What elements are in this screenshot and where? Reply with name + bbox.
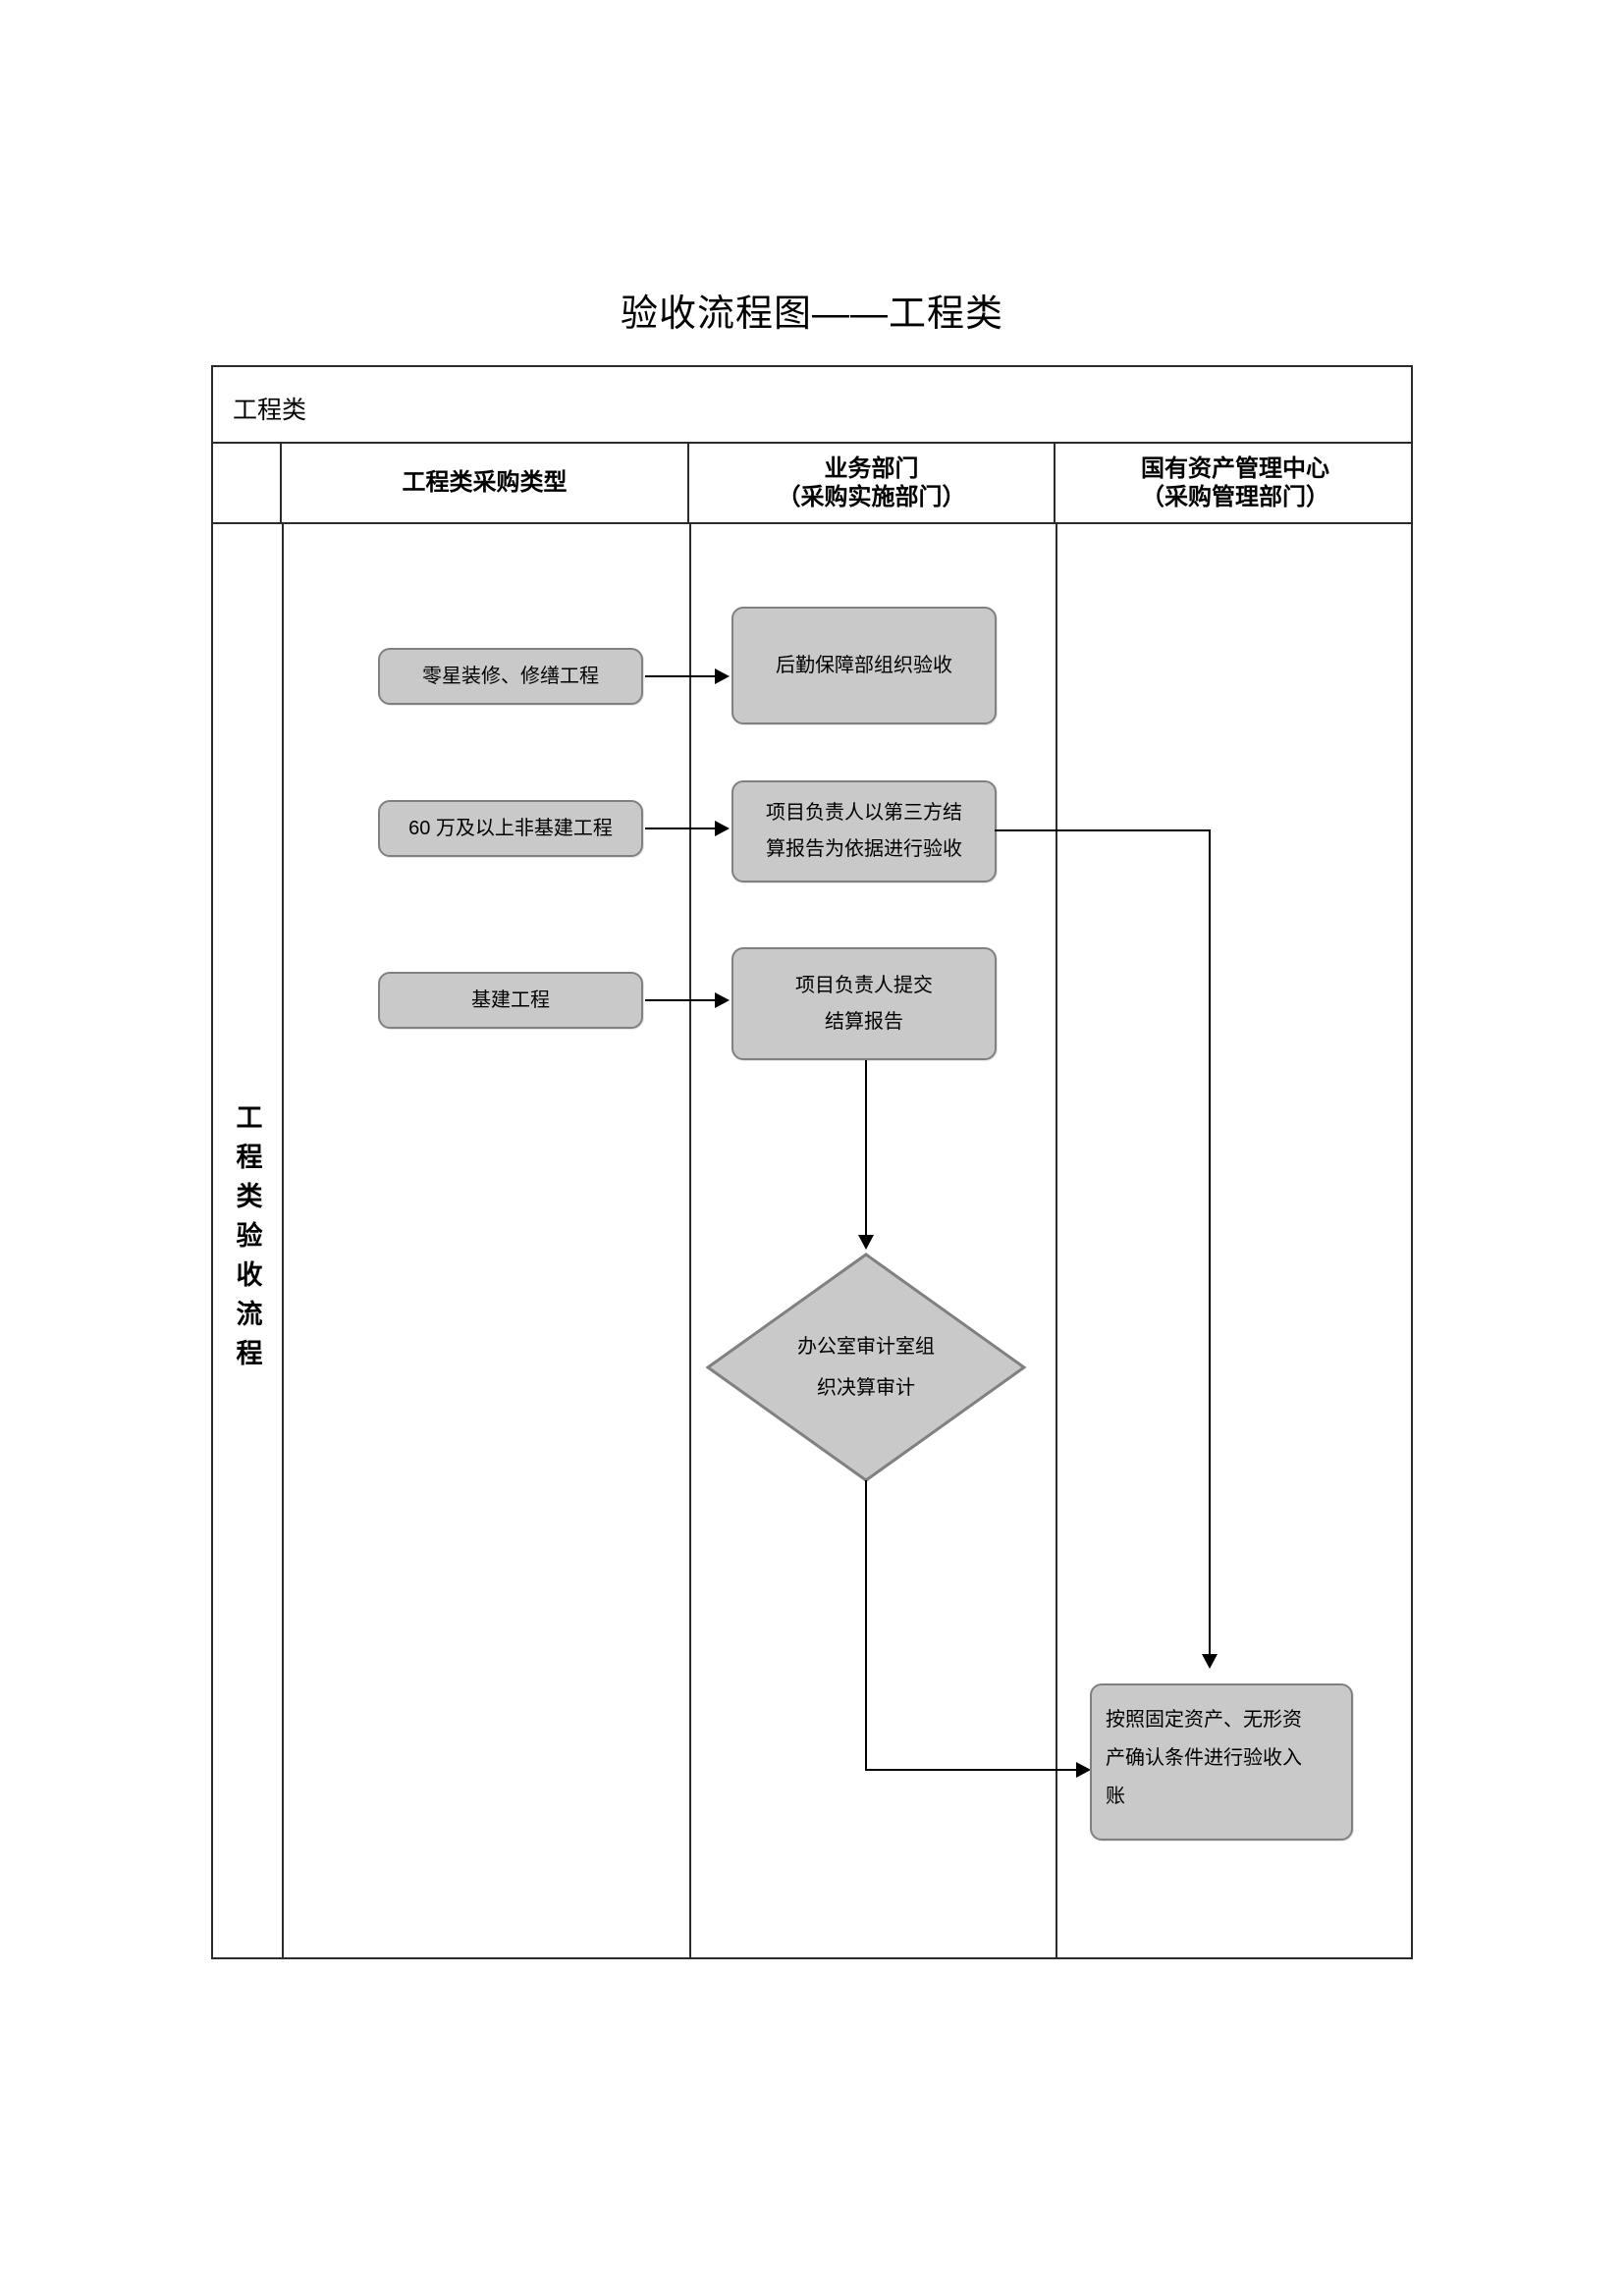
header-line-2: （采购管理部门） (1141, 485, 1329, 510)
header-cell-purchase-type: 工程类采购类型 (282, 444, 689, 524)
table-body-row: 工程类验收流程 (213, 524, 1411, 1957)
banner-row: 工程类 (213, 367, 1411, 444)
header-line-1: 业务部门 (824, 455, 919, 482)
column-divider-1 (282, 524, 284, 1957)
banner-label: 工程类 (233, 398, 307, 424)
column-divider-3 (1056, 524, 1057, 1957)
header-line-2: （采购实施部门） (777, 485, 966, 510)
header-line-1: 国有资产管理中心 (1141, 455, 1329, 482)
swimlane-label-text: 工程类验收流程 (232, 1103, 262, 1378)
header-cell-asset-center: 国有资产管理中心 （采购管理部门） (1056, 444, 1415, 524)
page-title: 验收流程图——工程类 (620, 294, 1003, 335)
header-cell-spacer (213, 444, 282, 524)
table-header-row: 工程类采购类型 业务部门 （采购实施部门） 国有资产管理中心 （采购管理部门） (213, 444, 1411, 524)
flowchart-table: 工程类 工程类采购类型 业务部门 （采购实施部门） 国有资产管理中心 （采购管理… (211, 365, 1413, 1959)
column-divider-2 (689, 524, 691, 1957)
swimlane-label: 工程类验收流程 (213, 524, 282, 1957)
header-line-1: 工程类采购类型 (402, 470, 568, 497)
header-cell-business-dept: 业务部门 （采购实施部门） (689, 444, 1056, 524)
